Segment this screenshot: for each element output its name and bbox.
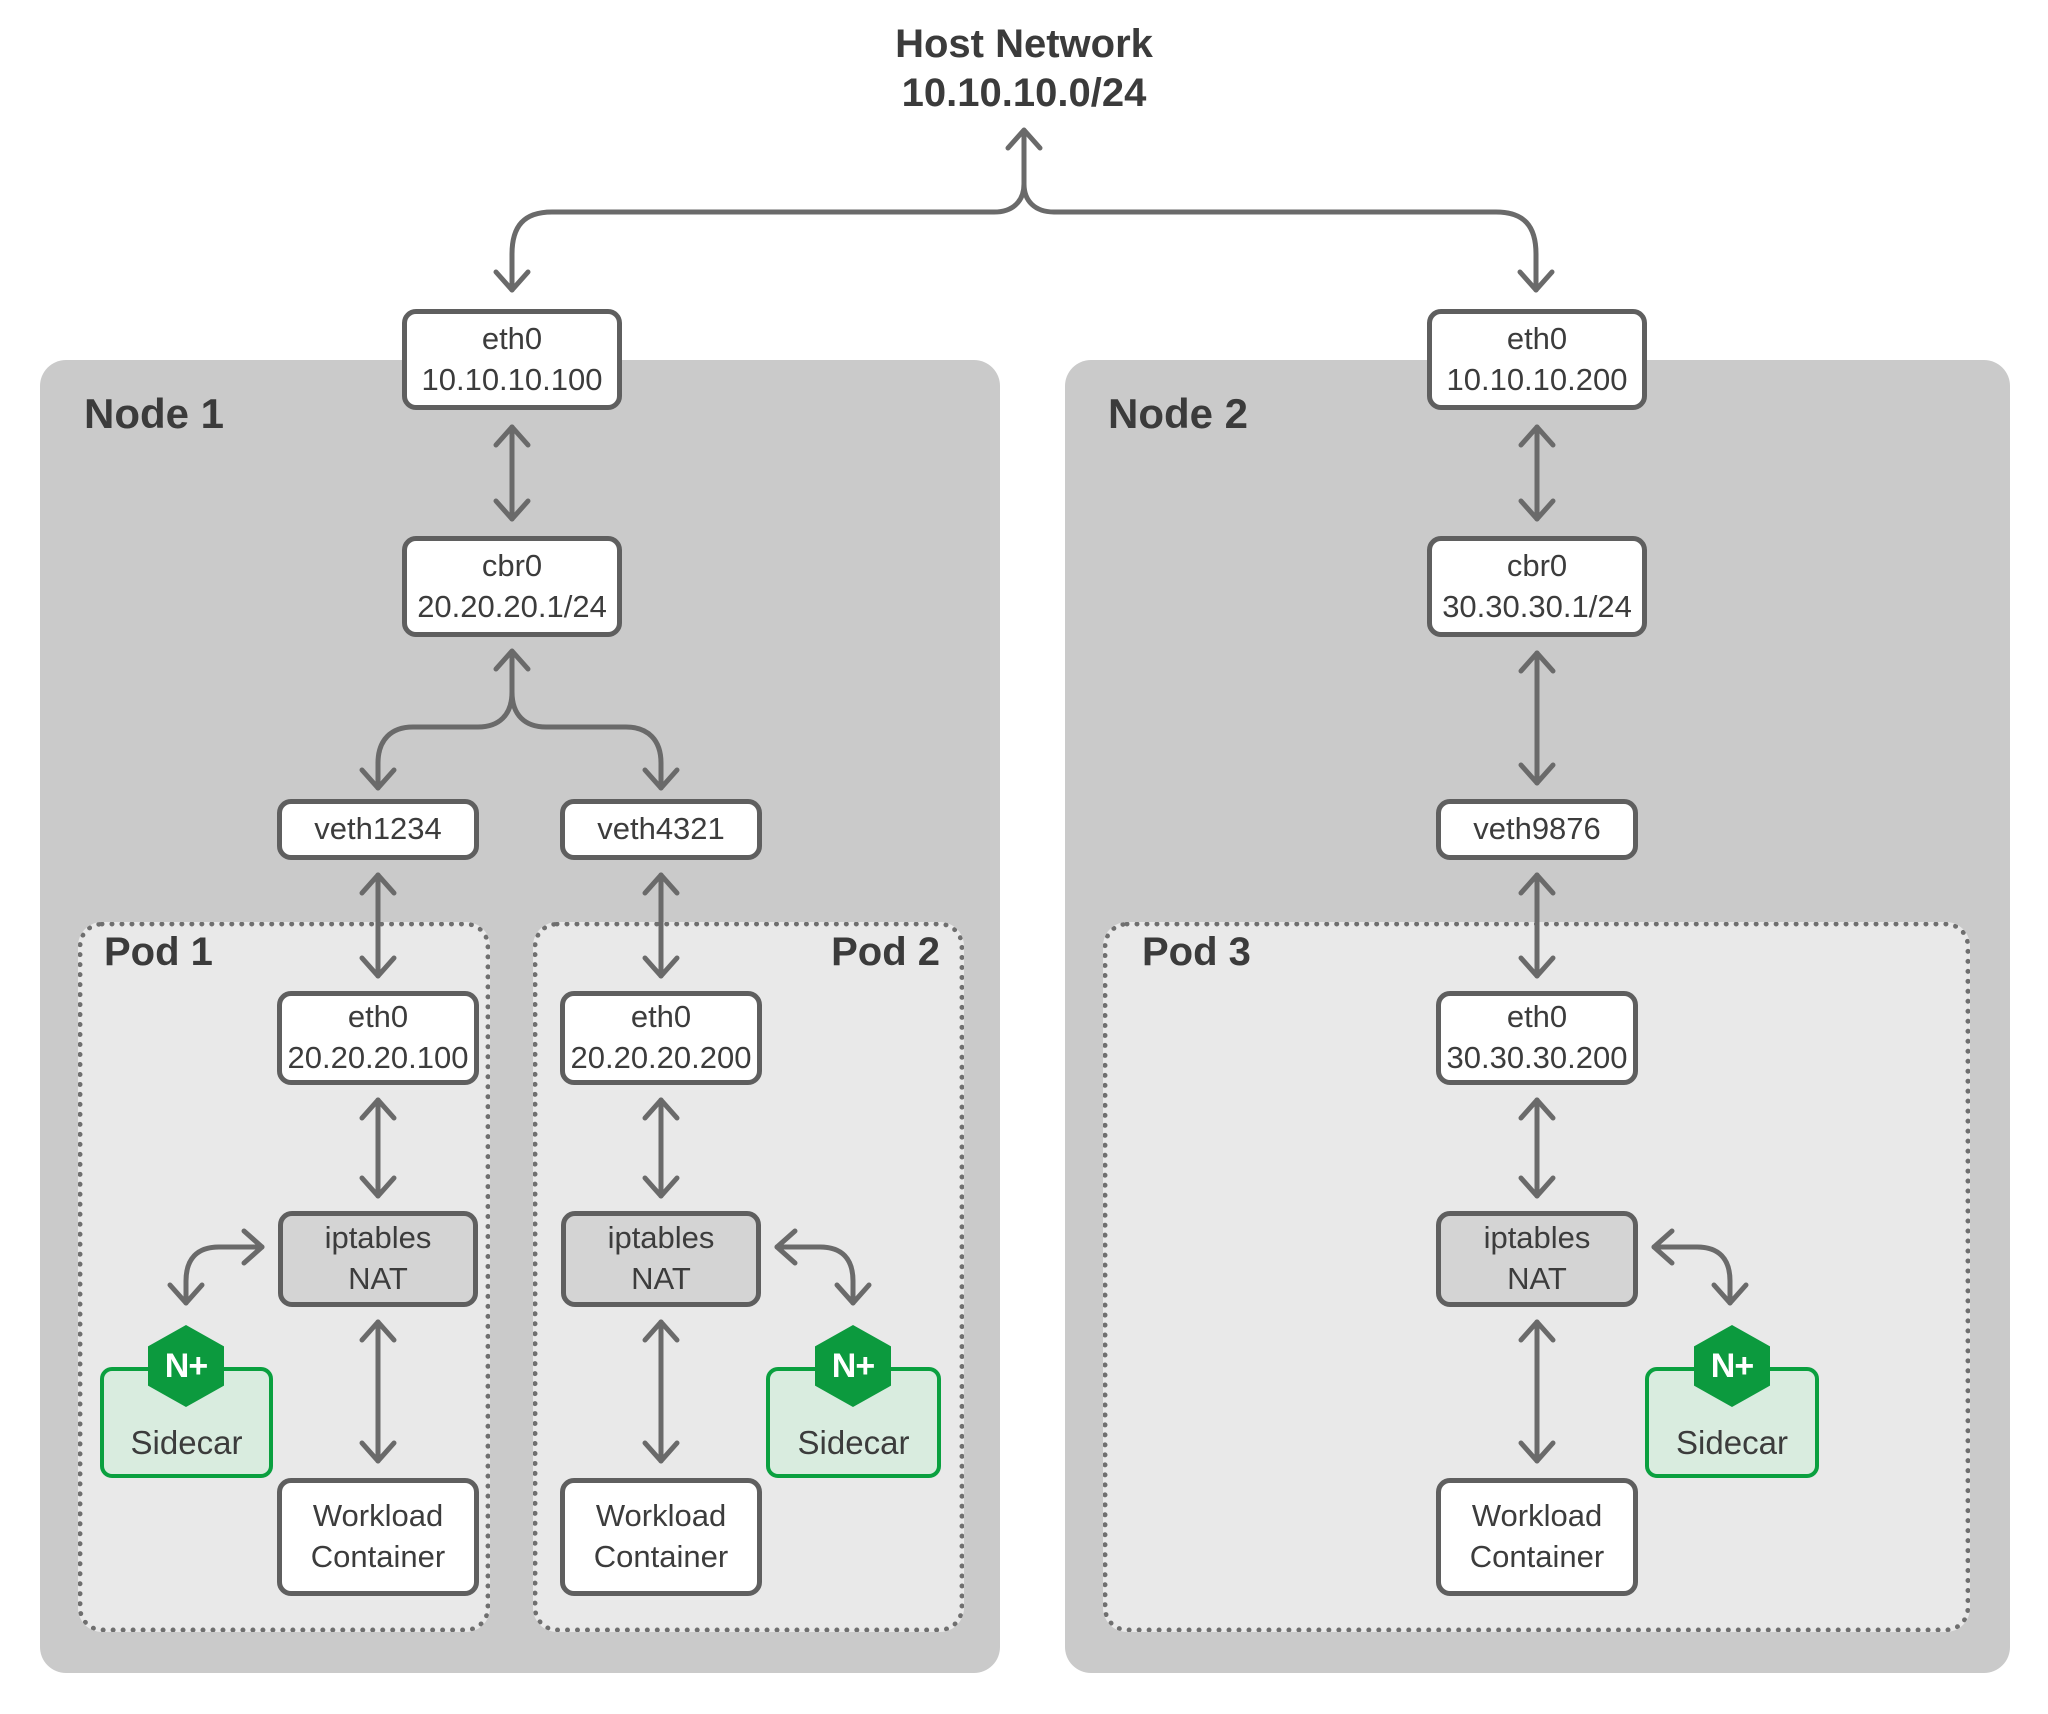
interface-ip: 10.10.10.200 [1446, 361, 1628, 397]
pod3-eth0-box: eth0 30.30.30.200 [1436, 991, 1638, 1085]
sidecar-label: Sidecar [1676, 1424, 1788, 1461]
pod2-iptables-nat-box: iptables NAT [561, 1211, 761, 1307]
bridge-cidr: 20.20.20.1/24 [417, 588, 607, 624]
workload-line1: Workload [595, 1498, 727, 1534]
interface-ip: 30.30.30.200 [1446, 1040, 1628, 1075]
arrowhead-down-icon [1517, 269, 1555, 293]
node1-eth0-box: eth0 10.10.10.100 [402, 309, 622, 410]
pod3-iptables-nat-box: iptables NAT [1436, 1211, 1638, 1307]
nat-line2: NAT [1507, 1261, 1567, 1296]
workload-line1: Workload [1471, 1498, 1603, 1534]
pod1-iptables-nat-box: iptables NAT [278, 1211, 478, 1307]
interface-name: eth0 [1506, 999, 1568, 1035]
pod-3-label: Pod 3 [1142, 930, 1251, 974]
pod2-eth0-box: eth0 20.20.20.200 [560, 991, 762, 1085]
host-network-cidr: 10.10.10.0/24 [901, 70, 1147, 115]
node2-veth9876-box: veth9876 [1436, 799, 1638, 860]
pod2-workload-container-box: Workload Container [560, 1478, 762, 1596]
pod3-sidecar-box: Sidecar [1645, 1367, 1819, 1478]
interface-name: eth0 [630, 999, 692, 1035]
nat-line1: iptables [1483, 1220, 1591, 1256]
host-network-title-line1: Host Network [895, 22, 1153, 66]
nat-line2: NAT [348, 1261, 408, 1296]
pod3-workload-container-box: Workload Container [1436, 1478, 1638, 1596]
sidecar-label: Sidecar [797, 1424, 910, 1461]
veth-name: veth1234 [314, 811, 442, 847]
sidecar-label: Sidecar [130, 1424, 243, 1461]
node-2-label: Node 2 [1108, 390, 1249, 437]
nginx-plus-badge-text: N+ [1710, 1346, 1754, 1385]
node1-cbr0-box: cbr0 20.20.20.1/24 [402, 536, 622, 637]
interface-name: eth0 [347, 999, 409, 1035]
bridge-name: cbr0 [1506, 547, 1568, 583]
nat-line1: iptables [324, 1220, 432, 1256]
node2-eth0-box: eth0 10.10.10.200 [1427, 309, 1647, 410]
arrowhead-up-icon [1005, 127, 1043, 151]
node1-veth1234-box: veth1234 [277, 799, 479, 860]
interface-ip: 20.20.20.200 [570, 1040, 752, 1075]
interface-ip: 20.20.20.100 [287, 1040, 469, 1075]
node2-cbr0-box: cbr0 30.30.30.1/24 [1427, 536, 1647, 637]
interface-name: eth0 [1506, 320, 1568, 356]
pod1-eth0-box: eth0 20.20.20.100 [277, 991, 479, 1085]
veth-name: veth4321 [597, 811, 725, 847]
veth-name: veth9876 [1473, 811, 1601, 847]
node-1-label: Node 1 [84, 390, 225, 437]
workload-line2: Container [593, 1539, 729, 1574]
workload-line2: Container [310, 1539, 446, 1574]
nginx-plus-badge-text: N+ [831, 1346, 875, 1385]
host-network-bus-arrow [493, 127, 1555, 293]
interface-ip: 10.10.10.100 [421, 361, 603, 397]
nginx-plus-badge-text: N+ [164, 1346, 208, 1385]
arrowhead-down-icon [493, 269, 531, 293]
nat-line2: NAT [631, 1261, 691, 1296]
pod-2-label: Pod 2 [831, 930, 940, 974]
pod-1-label: Pod 1 [104, 930, 213, 974]
interface-name: eth0 [481, 320, 543, 356]
workload-line1: Workload [312, 1498, 444, 1534]
bridge-name: cbr0 [481, 547, 543, 583]
bridge-cidr: 30.30.30.1/24 [1442, 588, 1632, 624]
pod1-workload-container-box: Workload Container [277, 1478, 479, 1596]
host-network-title: Host Network 10.10.10.0/24 [0, 20, 2048, 118]
node1-veth4321-box: veth4321 [560, 799, 762, 860]
workload-line2: Container [1469, 1539, 1605, 1574]
nat-line1: iptables [607, 1220, 715, 1256]
